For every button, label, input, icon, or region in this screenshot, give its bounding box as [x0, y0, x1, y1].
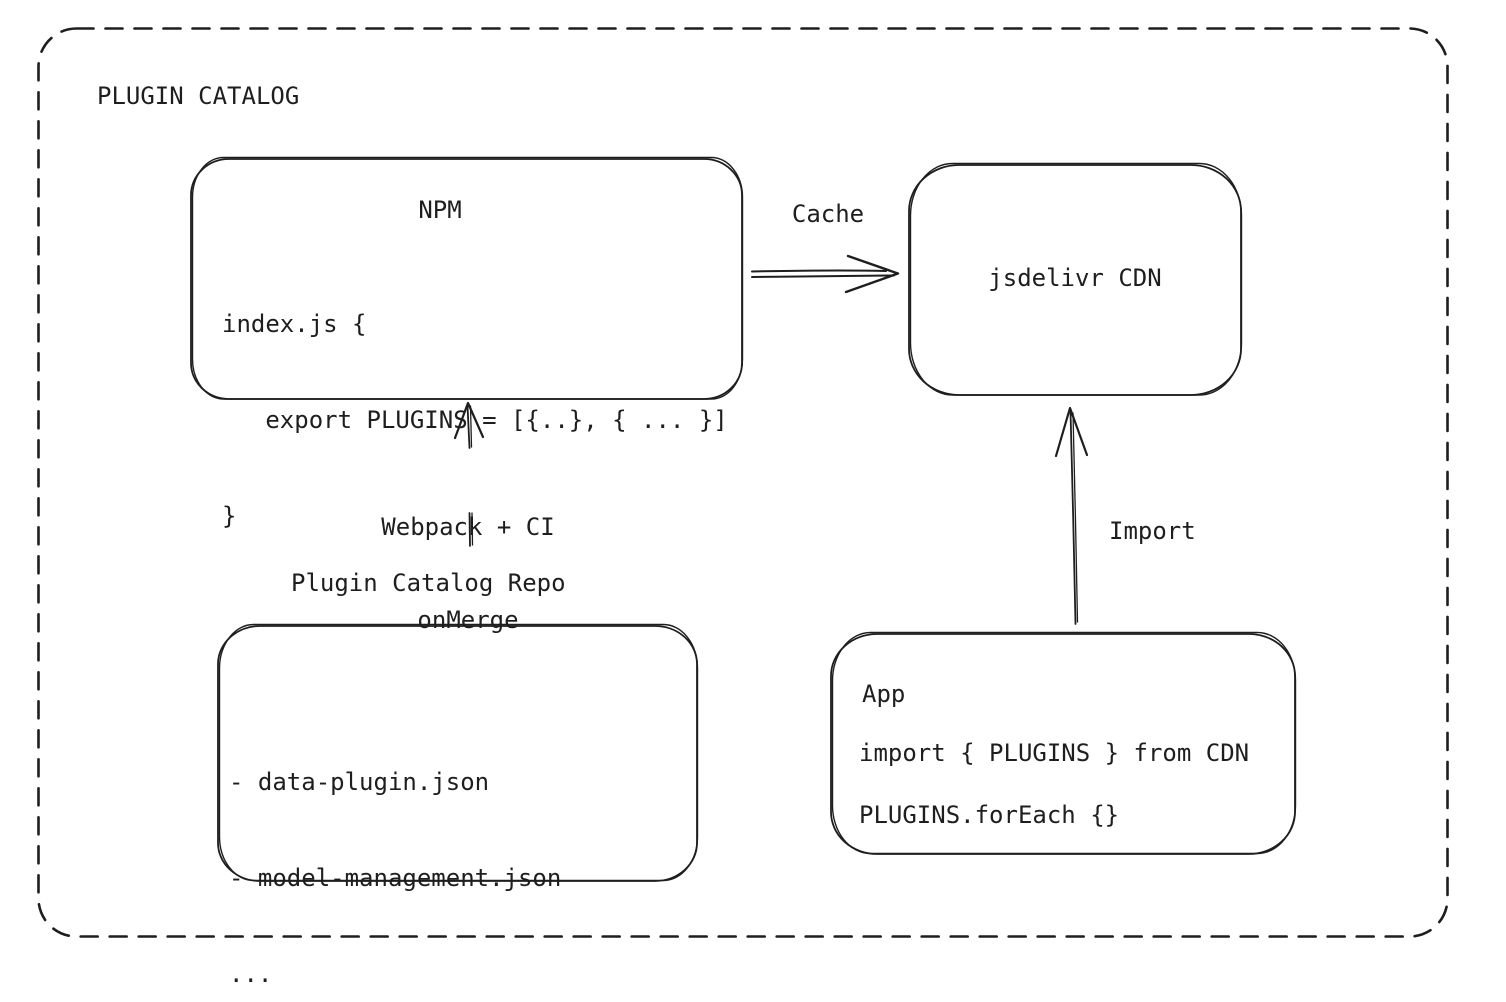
repo-file-line: - model-management.json — [229, 864, 562, 892]
repo-box — [217, 623, 699, 882]
build-edge-label-line2: onMerge — [417, 606, 519, 634]
repo-file-line: ... — [229, 960, 273, 988]
npm-code-line: } — [222, 502, 237, 530]
import-edge-label: Import — [1109, 517, 1196, 545]
build-edge-label: Webpack + CI onMerge — [338, 450, 598, 698]
cache-arrow — [751, 254, 900, 294]
app-code-line: PLUGINS.forEach {} — [859, 801, 1120, 829]
npm-node-title: NPM — [418, 196, 462, 224]
npm-code-block: index.js { export PLUGINS = [{..}, { ...… — [222, 244, 728, 596]
npm-code-line: index.js { — [222, 310, 367, 338]
npm-code-line: export PLUGINS = [{..}, { ... }] — [222, 406, 728, 434]
build-arrow — [453, 401, 485, 547]
build-edge-label-line1: Webpack + CI — [381, 513, 555, 541]
cache-edge-label: Cache — [791, 200, 865, 228]
repo-file-list: - data-plugin.json - model-management.js… — [229, 702, 561, 1002]
cdn-node-label: jsdelivr CDN — [988, 264, 1162, 292]
npm-box — [190, 156, 744, 400]
app-code-line: import { PLUGINS } from CDN — [859, 739, 1250, 767]
cdn-box — [908, 162, 1243, 396]
repo-file-line: - data-plugin.json — [229, 768, 490, 796]
repo-node-label: Plugin Catalog Repo — [291, 569, 566, 597]
import-arrow — [1054, 406, 1089, 625]
app-box — [830, 631, 1297, 855]
diagram-title: PLUGIN CATALOG — [97, 82, 300, 110]
app-node-title: App — [862, 680, 906, 708]
plugin-catalog-frame — [37, 27, 1449, 938]
